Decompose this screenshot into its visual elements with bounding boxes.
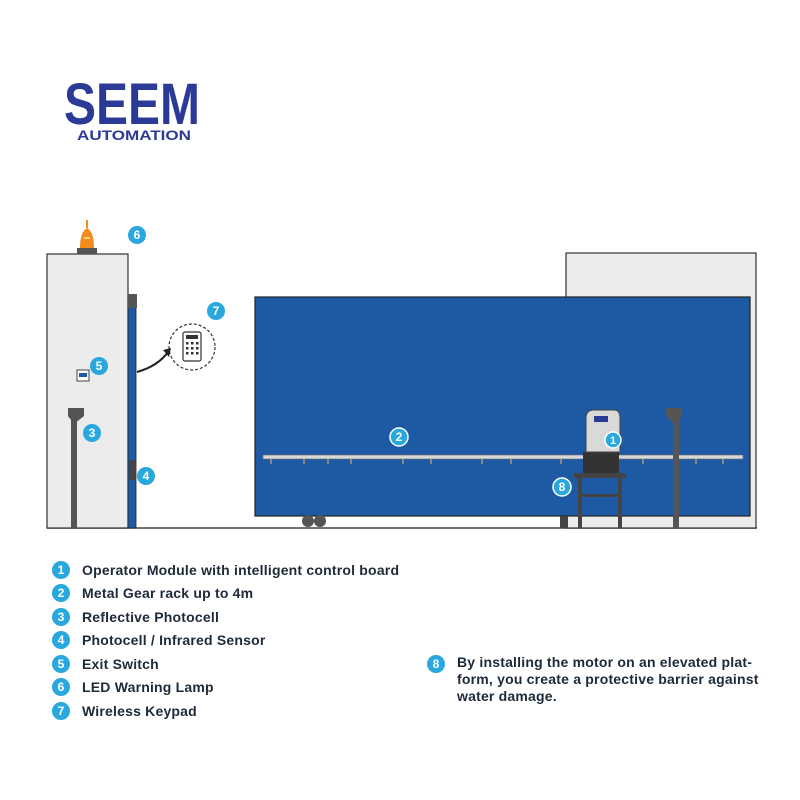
callout-3: 3 xyxy=(83,424,101,442)
legend-number-badge: 6 xyxy=(52,678,70,697)
right-photocell-post xyxy=(666,408,682,528)
legend-list: 1 Operator Module with intelligent contr… xyxy=(52,558,399,723)
callout-2: 2 xyxy=(389,427,409,447)
legend-item: 2 Metal Gear rack up to 4m xyxy=(52,582,399,606)
callout-6: 6 xyxy=(128,226,146,244)
gate-wheel xyxy=(302,515,314,527)
legend-label: Wireless Keypad xyxy=(82,702,197,719)
exit-switch-icon xyxy=(76,369,90,382)
brand-logo: SEEM AUTOMATION xyxy=(64,72,200,143)
warning-lamp-icon xyxy=(77,220,97,254)
legend-item: 1 Operator Module with intelligent contr… xyxy=(52,558,399,582)
svg-text:8: 8 xyxy=(559,480,566,494)
post-cap xyxy=(128,294,137,308)
keypad-icon xyxy=(168,323,216,371)
platform-note: 8 By installing the motor on an elevated… xyxy=(427,654,772,705)
legend-number-badge: 2 xyxy=(52,584,70,603)
svg-text:4: 4 xyxy=(143,469,150,483)
legend-item: 7 Wireless Keypad xyxy=(52,699,399,723)
legend-item: 5 Exit Switch xyxy=(52,652,399,676)
sliding-gate-panel xyxy=(254,296,751,517)
note-number-badge: 8 xyxy=(427,655,445,673)
callout-1: 1 xyxy=(604,431,622,449)
legend-item: 6 LED Warning Lamp xyxy=(52,676,399,700)
svg-text:6: 6 xyxy=(134,228,141,242)
gate-post xyxy=(127,295,137,529)
legend-number-badge: 7 xyxy=(52,701,70,720)
elevated-platform xyxy=(560,473,626,528)
legend-number-badge: 1 xyxy=(52,560,70,579)
legend-item: 3 Reflective Photocell xyxy=(52,605,399,629)
callout-7: 7 xyxy=(207,302,225,320)
svg-text:3: 3 xyxy=(89,426,96,440)
reflective-photocell-post xyxy=(68,408,84,528)
left-pillar xyxy=(46,253,129,529)
gate-wheel xyxy=(314,515,326,527)
legend-label: Photocell / Infrared Sensor xyxy=(82,632,266,649)
callout-8: 8 xyxy=(552,477,572,497)
legend-label: Reflective Photocell xyxy=(82,608,220,625)
legend-number-badge: 5 xyxy=(52,654,70,673)
note-text: By installing the motor on an elevated p… xyxy=(457,654,759,704)
logo-brand: SEEM xyxy=(64,72,200,137)
svg-text:5: 5 xyxy=(96,359,103,373)
keypad-arrow xyxy=(136,351,169,373)
gear-rack xyxy=(262,454,744,464)
legend-label: Exit Switch xyxy=(82,655,159,672)
legend-number-badge: 4 xyxy=(52,631,70,650)
svg-text:7: 7 xyxy=(213,304,220,318)
svg-text:2: 2 xyxy=(396,430,403,444)
legend-item: 4 Photocell / Infrared Sensor xyxy=(52,629,399,653)
callout-5: 5 xyxy=(90,357,108,375)
legend-label: Operator Module with intelligent control… xyxy=(82,561,400,578)
svg-text:1: 1 xyxy=(610,435,616,447)
keypad-arrow-head xyxy=(163,348,171,357)
legend-label: LED Warning Lamp xyxy=(82,679,214,696)
infrared-sensor-icon xyxy=(129,460,136,480)
legend-number-badge: 3 xyxy=(52,607,70,626)
callout-4: 4 xyxy=(137,467,155,485)
legend-label: Metal Gear rack up to 4m xyxy=(82,585,254,602)
logo-tagline: AUTOMATION xyxy=(77,127,191,143)
